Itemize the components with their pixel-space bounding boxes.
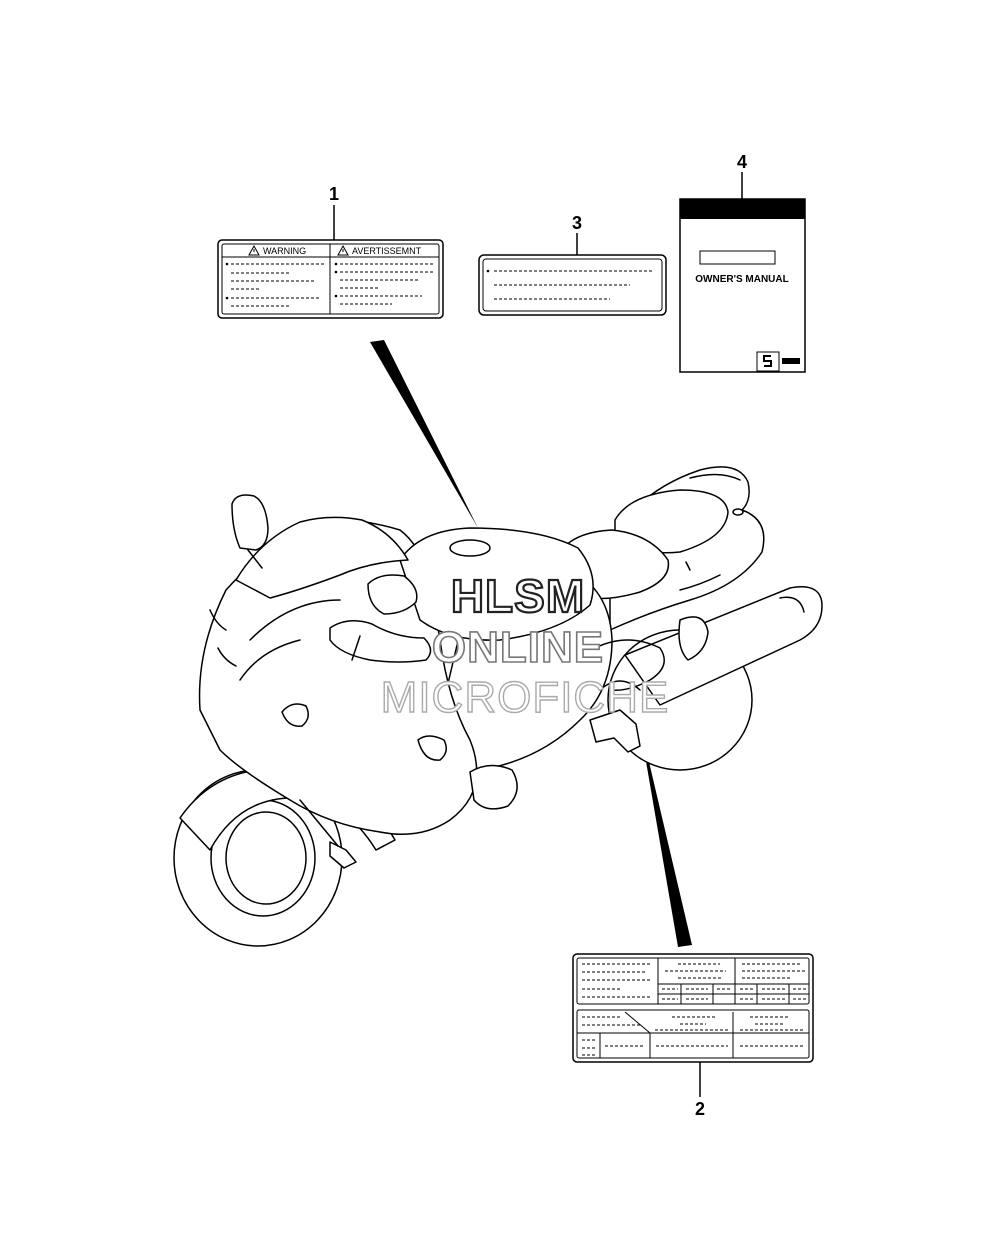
warning-label-text-lines [225,262,436,315]
leader-wedge-label-2 [638,715,692,947]
part-2-spec-label[interactable]: 2 [572,953,814,1119]
motorcycle-outline [173,466,823,947]
avertissement-heading: AVERTISSEMNT [352,246,422,256]
warning-heading: WARNING [263,246,306,256]
part-4-owners-manual[interactable]: OWNER'S MANUAL 4 [679,152,806,373]
suzuki-logo-icon [756,351,800,372]
watermark-line-3: MICROFICHE [381,673,670,722]
spec-label-table-lines [577,958,809,1058]
watermark-line-1: HLSM [451,570,585,622]
part-1-warning-label[interactable]: WARNING AVERTISSEMNT 1 [217,184,444,319]
callout-3: 3 [572,213,582,233]
part-3-info-label[interactable]: 3 [478,213,667,316]
leader-wedge-label-1 [370,340,478,528]
watermark: HLSM ONLINE MICROFICHE [380,569,670,723]
spec-label-text-lines [582,963,806,1056]
callout-4: 4 [737,152,747,172]
warning-triangle-icon [248,244,260,256]
watermark-line-2: ONLINE [432,623,604,672]
warning-triangle-icon [337,244,349,256]
callout-2: 2 [695,1099,705,1119]
manual-title: OWNER'S MANUAL [695,274,788,285]
callout-1: 1 [329,184,339,204]
